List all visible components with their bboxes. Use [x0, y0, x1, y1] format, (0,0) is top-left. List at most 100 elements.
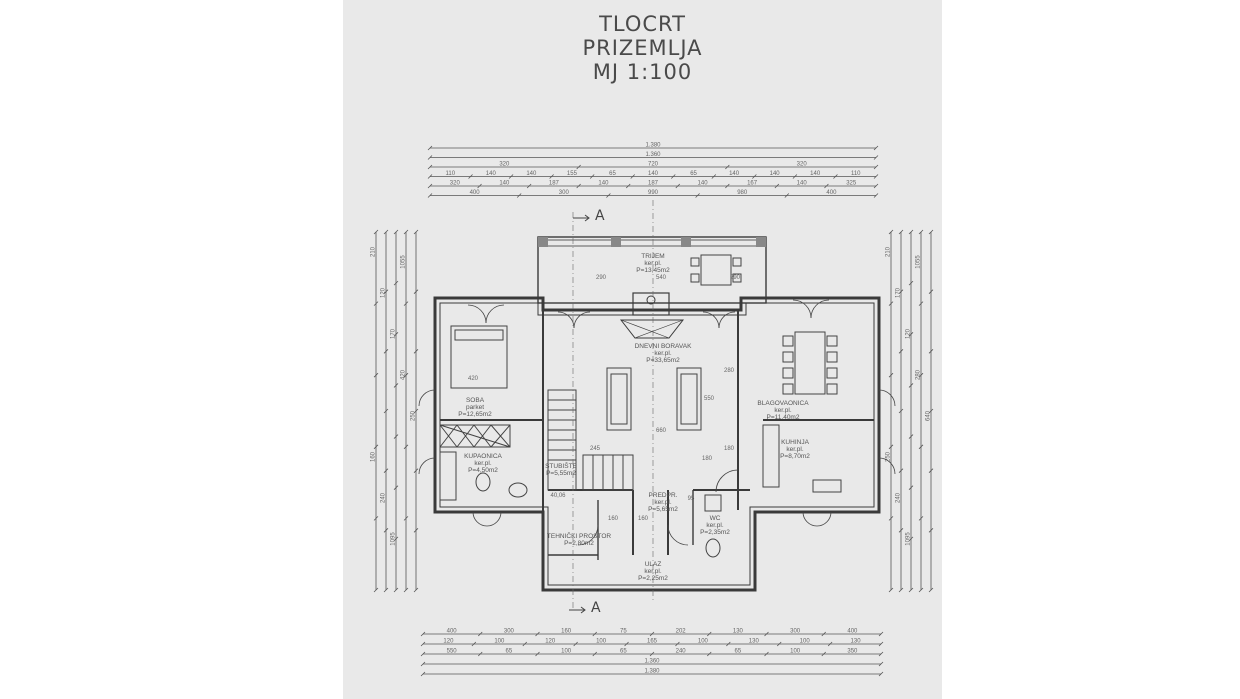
right-dimension-tick — [908, 229, 914, 235]
bottom-dimension-label: 100 — [561, 649, 572, 655]
interior-dimension-label: 280 — [724, 368, 735, 374]
interior-dimension-label: 420 — [468, 376, 479, 382]
left-dimension-label: 250 — [411, 410, 417, 421]
right-dimension-tick — [918, 444, 924, 450]
right-dimension-tick — [908, 332, 914, 337]
bottom-dimension-label: 300 — [504, 629, 515, 635]
right-dimension-tick — [928, 289, 934, 294]
room-kuhinja-name: KUHINJA — [781, 439, 809, 446]
left-dimension-tick — [413, 587, 419, 593]
top-dimension-tick — [526, 183, 532, 189]
top-dimension-tick — [625, 183, 631, 189]
top-dimension-tick — [873, 145, 879, 151]
top-dimension-tick — [833, 174, 838, 179]
room-soba-material: parket — [466, 404, 484, 411]
bottom-dimension-label: 300 — [790, 629, 801, 635]
right-dimension-label: 640 — [926, 410, 932, 421]
bottom-dimension-tick — [675, 641, 680, 647]
right-dimension-label: 120 — [906, 328, 912, 339]
top-dimension-label: 980 — [737, 190, 748, 196]
top-dimension-tick — [873, 174, 879, 179]
top-dimension-tick — [784, 193, 790, 198]
right-dimension-tick — [908, 587, 914, 593]
bottom-dimension-tick — [420, 671, 426, 677]
top-dimension-label: 140 — [598, 181, 609, 187]
left-dimension-tick — [383, 349, 389, 354]
section-markers: A A — [569, 208, 605, 616]
left-dimension-tick — [373, 229, 379, 235]
interior-dimension-label: 160 — [638, 516, 649, 522]
room-trijem-name: TRIJEM — [641, 253, 664, 260]
bottom-dimension-tick — [764, 631, 769, 637]
room-soba-name: SOBA — [466, 397, 485, 404]
room-dnevni-area: P=33,65m2 — [646, 357, 680, 364]
bottom-dimension-tick — [706, 651, 712, 657]
bottom-dimension-tick — [624, 641, 629, 647]
drawing-scale: MJ 1:100 — [592, 60, 693, 84]
top-dimension-label: 140 — [770, 171, 781, 177]
bottom-dimension-tick — [420, 641, 426, 647]
top-dimension-label: 320 — [797, 162, 808, 168]
section-marker-top: A — [595, 208, 605, 224]
right-dimension-tick — [928, 528, 934, 533]
left-dimension-tick — [393, 280, 399, 286]
right-dimension-tick — [918, 516, 924, 521]
bottom-dimension-tick — [535, 631, 540, 637]
bottom-dimension-label: 202 — [676, 629, 687, 635]
room-tehnicki-area: P=2,80m2 — [564, 540, 594, 547]
bottom-dimension-tick — [477, 651, 483, 657]
top-dimension-tick — [873, 193, 879, 198]
right-dimension-tick — [898, 408, 904, 414]
top-dimension-label: 990 — [648, 190, 659, 196]
drawing-subtitle: PRIZEMLJA — [582, 36, 703, 60]
bottom-dimension-label: 130 — [851, 639, 862, 645]
door-swings — [418, 299, 896, 546]
top-dimension-tick — [427, 164, 433, 170]
room-kupaonica-material: ker.pl. — [474, 460, 492, 467]
top-dimension-tick — [427, 174, 433, 179]
bottom-dimension-label: 400 — [847, 629, 858, 635]
left-dimension-tick — [383, 229, 389, 235]
top-dimension-tick — [630, 174, 636, 179]
room-ulaz-name: ULAZ — [645, 561, 662, 568]
top-dimension-tick — [752, 174, 757, 179]
top-dimension-tick — [427, 145, 433, 151]
bottom-dimension-tick — [420, 631, 426, 637]
top-dimension-tick — [549, 174, 554, 179]
top-dimension-label: 325 — [846, 181, 857, 187]
axis-lines — [572, 200, 654, 610]
top-dimension-label: 187 — [648, 181, 659, 187]
top-dimension-label: 400 — [826, 190, 837, 196]
right-dimension-tick — [918, 372, 924, 378]
top-dimension-label: 140 — [729, 171, 740, 177]
bottom-dimension-label: 65 — [735, 649, 742, 655]
top-dimension-tick — [774, 183, 780, 189]
bottom-dimension-tick — [821, 631, 827, 637]
right-dimension-tick — [908, 536, 914, 542]
right-dimension-label: 1055 — [916, 255, 922, 269]
top-dimension-label: 300 — [559, 190, 570, 196]
bottom-dimension-tick — [573, 641, 578, 647]
room-soba-area: P=12,65m2 — [458, 411, 492, 418]
interior-dimension-label: 160 — [608, 516, 619, 522]
bottom-dimension-label: 100 — [494, 639, 505, 645]
bottom-dimension-tick — [649, 651, 655, 657]
bottom-dimension-tick — [821, 651, 827, 657]
top-dimension-tick — [589, 174, 595, 179]
left-dimension-tick — [383, 289, 389, 294]
right-dimension-tick — [898, 289, 904, 294]
bottom-dimension-label: 120 — [443, 639, 454, 645]
bottom-dimension-label: 65 — [620, 649, 627, 655]
right-dimension-tick — [888, 372, 894, 378]
top-dimension-label: 1.360 — [645, 152, 661, 158]
room-wc-material: ker.pl. — [706, 522, 724, 529]
left-dimension-label: 240 — [381, 492, 387, 503]
right-dimension-tick — [888, 587, 894, 593]
room-stubiste-area: P=5,55m2 — [546, 470, 576, 477]
bottom-dimension-label: 550 — [447, 649, 458, 655]
room-trijem-area: P=13,45m2 — [636, 267, 670, 274]
